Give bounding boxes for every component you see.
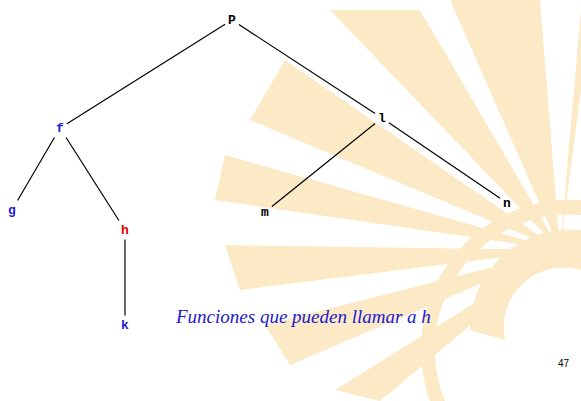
tree-edge [18, 138, 55, 201]
node-label: g [8, 203, 16, 218]
node-label: m [261, 205, 269, 220]
node-label: h [121, 223, 129, 238]
node-label: P [228, 13, 236, 28]
tree-node: k [118, 316, 132, 335]
tree-edge [67, 24, 225, 123]
tree-edge [272, 124, 375, 207]
tree-edge [66, 138, 119, 221]
tree-edge [389, 123, 500, 199]
node-label: l [378, 111, 386, 126]
tree-node: l [375, 109, 389, 128]
tree-node: n [500, 194, 514, 213]
tree-edge [125, 240, 126, 316]
tree-node: m [258, 203, 272, 222]
tree-edge [239, 25, 375, 114]
node-label: k [121, 318, 129, 333]
page-number: 47 [558, 358, 569, 369]
caption: Funciones que pueden llamar a h [176, 306, 431, 328]
tree-node: f [53, 119, 67, 138]
node-label: n [503, 196, 511, 211]
node-label: f [56, 121, 64, 136]
tree-node: h [118, 221, 132, 240]
tree-node: P [225, 11, 239, 30]
tree-node: g [5, 201, 19, 220]
